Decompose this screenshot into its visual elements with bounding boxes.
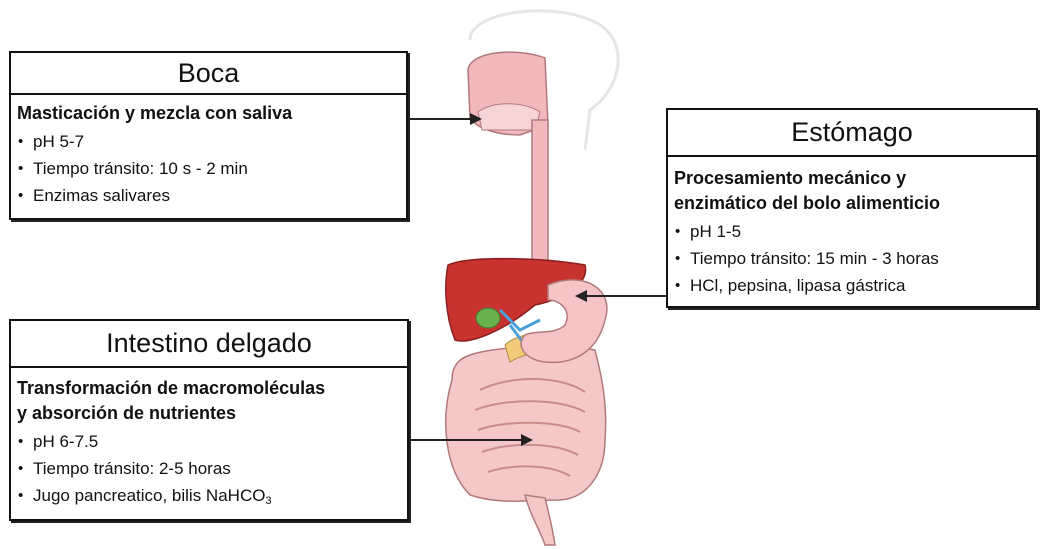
estomago-item-enzymes: HCl, pepsina, lipasa gástrica <box>674 272 1030 299</box>
estomago-list: pH 1-5 Tiempo tránsito: 15 min - 3 horas… <box>674 218 1030 299</box>
intestino-item-juices-text: Jugo pancreatico, bilis NaHCO <box>33 486 265 505</box>
estomago-item-ph: pH 1-5 <box>674 218 1030 245</box>
rectum <box>525 495 555 545</box>
estomago-body: Procesamiento mecánico y enzimático del … <box>668 157 1036 303</box>
intestino-item-transit: Tiempo tránsito: 2-5 horas <box>17 455 401 482</box>
boca-title: Boca <box>11 53 406 95</box>
intestino-item-juices-sub: 3 <box>265 495 271 507</box>
boca-item-transit: Tiempo tránsito: 10 s - 2 min <box>17 155 400 182</box>
intestino-item-ph: pH 6-7.5 <box>17 428 401 455</box>
estomago-box: Estómago Procesamiento mecánico y enzimá… <box>666 108 1038 308</box>
tongue <box>478 104 540 130</box>
boca-box: Boca Masticación y mezcla con saliva pH … <box>9 51 408 220</box>
estomago-item-transit: Tiempo tránsito: 15 min - 3 horas <box>674 245 1030 272</box>
boca-body: Masticación y mezcla con saliva pH 5-7 T… <box>11 95 406 213</box>
boca-item-ph: pH 5-7 <box>17 128 400 155</box>
intestino-body: Transformación de macromoléculas y absor… <box>11 368 407 519</box>
intestino-box: Intestino delgado Transformación de macr… <box>9 319 409 521</box>
intestino-title: Intestino delgado <box>11 321 407 368</box>
intestino-subtitle-2: y absorción de nutrientes <box>17 401 401 426</box>
intestino-subtitle-1: Transformación de macromoléculas <box>17 376 401 401</box>
intestino-item-juices: Jugo pancreatico, bilis NaHCO3 <box>17 482 401 515</box>
boca-item-enzymes: Enzimas salivares <box>17 182 400 209</box>
estomago-subtitle-1: Procesamiento mecánico y <box>674 166 1030 191</box>
estomago-subtitle-2: enzimático del bolo alimenticio <box>674 191 1030 216</box>
intestino-list: pH 6-7.5 Tiempo tránsito: 2-5 horas Jugo… <box>17 428 401 515</box>
boca-subtitle: Masticación y mezcla con saliva <box>17 101 400 126</box>
boca-list: pH 5-7 Tiempo tránsito: 10 s - 2 min Enz… <box>17 128 400 209</box>
large-intestine <box>446 347 606 502</box>
gallbladder <box>476 308 500 328</box>
estomago-title: Estómago <box>668 110 1036 157</box>
